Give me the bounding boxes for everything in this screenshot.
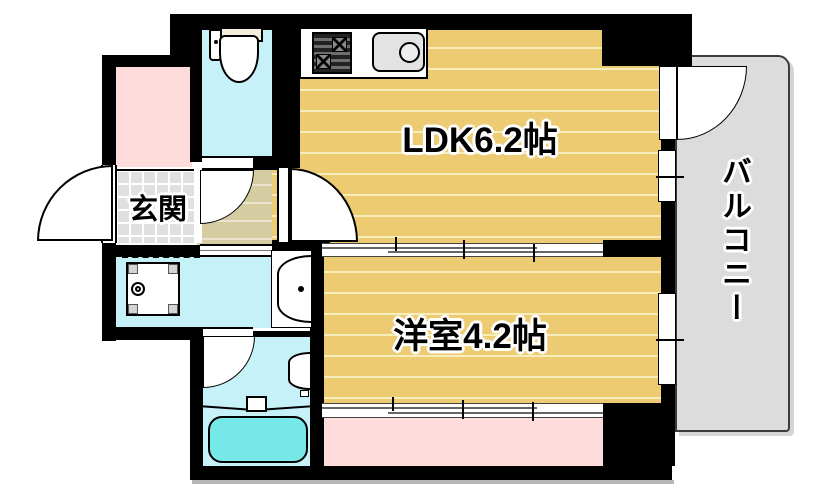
balcony-door-opening xyxy=(659,66,677,140)
slide-rail xyxy=(322,407,537,409)
wall xyxy=(272,14,300,168)
pad-corner xyxy=(128,304,138,314)
pad-drain xyxy=(131,282,145,296)
wall xyxy=(102,245,200,257)
vanity-basin-icon xyxy=(277,255,311,323)
wall xyxy=(170,14,692,30)
stove-burner xyxy=(332,37,347,52)
slide-rail xyxy=(388,412,603,414)
entrance-hall-strip xyxy=(194,168,202,243)
closet-top-left xyxy=(116,65,192,167)
pad-corner xyxy=(168,264,178,274)
basin-faucet-dot xyxy=(298,286,304,292)
wall xyxy=(661,385,675,466)
toilet-panel-dot xyxy=(214,40,218,44)
pad-corner xyxy=(168,304,178,314)
washroom-open-dashed xyxy=(122,256,200,258)
slide-tick xyxy=(462,400,464,419)
bathtub-icon xyxy=(208,416,308,463)
gas-stove-icon xyxy=(312,32,352,74)
ldk-label: LDK6.2帖 xyxy=(402,121,558,160)
washing-machine-pad-icon xyxy=(126,262,180,316)
entrance-tile-floor xyxy=(116,170,196,243)
wall xyxy=(661,202,675,293)
bath-basin-handle xyxy=(300,390,309,397)
window-tick xyxy=(656,176,684,178)
slide-tick xyxy=(533,244,535,262)
slide-rail xyxy=(322,247,537,249)
wall xyxy=(661,140,675,150)
pad-corner xyxy=(128,264,138,274)
kitchen-sink-icon xyxy=(372,32,425,72)
wall xyxy=(102,327,203,340)
bedroom-window xyxy=(656,293,684,385)
ldk-door-panel xyxy=(277,168,290,242)
slide-tick xyxy=(395,237,397,251)
slide-tick xyxy=(463,240,465,259)
stove-burner xyxy=(316,54,331,69)
ldk-window xyxy=(656,150,684,202)
toilet-icon xyxy=(205,25,265,85)
wall xyxy=(603,240,675,257)
entrance-label: 玄関 xyxy=(128,194,187,226)
pad-drain-inner xyxy=(135,286,141,292)
bath-basin-icon xyxy=(288,352,310,390)
wall xyxy=(310,252,324,480)
bath-faucet-box xyxy=(246,396,267,412)
ldk-bedroom-sliding-door xyxy=(322,237,603,262)
wall xyxy=(602,14,692,66)
balcony-label: バルコニー xyxy=(717,156,750,326)
sink-drain xyxy=(399,42,420,63)
bedroom-floor xyxy=(324,252,661,406)
wall xyxy=(190,327,203,480)
entrance-door-swing xyxy=(37,165,113,241)
washroom-door-track xyxy=(200,244,272,257)
window-tick xyxy=(656,339,684,341)
wall-shadow xyxy=(192,480,674,484)
wall xyxy=(253,156,278,170)
slide-tick xyxy=(532,402,534,421)
bedroom-label: 洋室4.2帖 xyxy=(393,317,547,356)
slide-rail xyxy=(388,251,603,253)
wall xyxy=(661,55,675,68)
toilet-door-track xyxy=(202,156,253,170)
wall xyxy=(253,331,310,337)
toilet-bowl xyxy=(219,35,259,83)
wall xyxy=(603,403,672,480)
wall xyxy=(190,466,672,480)
wall xyxy=(190,30,202,162)
slide-tick xyxy=(392,397,394,411)
closet-sliding-door xyxy=(322,397,603,421)
